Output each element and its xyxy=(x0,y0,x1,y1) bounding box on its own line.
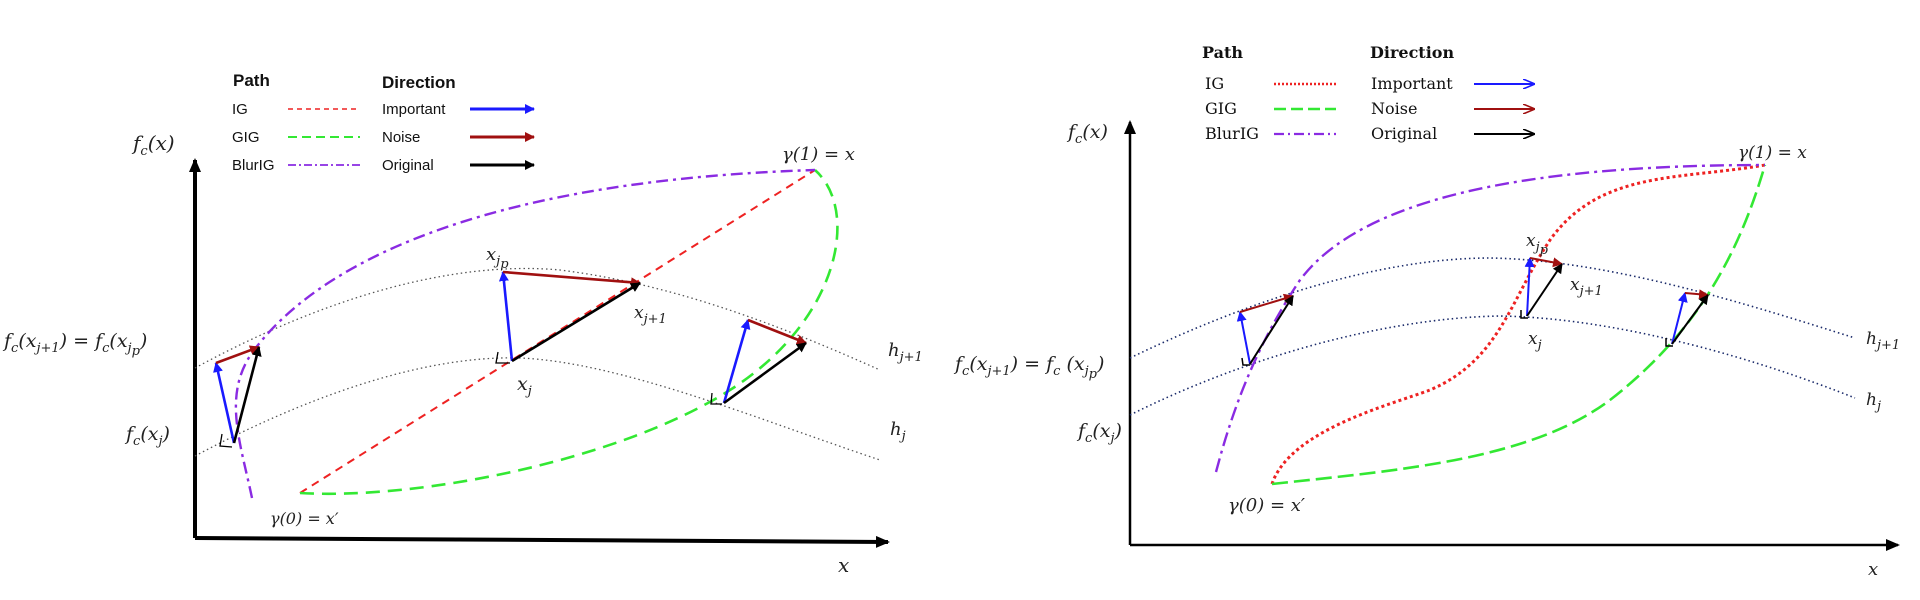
right-x-axis-label: x xyxy=(1868,559,1878,580)
right-contour-hj xyxy=(1129,315,1856,416)
left-legend-direction-header: Direction xyxy=(382,73,456,92)
left-diagram: Path Direction IG GIG BlurIG Important N… xyxy=(2,71,923,577)
left-gamma1-label: γ(1) = x xyxy=(782,144,855,165)
right-diagram: Path Direction IG GIG BlurIG Important N… xyxy=(953,43,1900,580)
left-x-axis xyxy=(194,535,890,548)
right-gamma0-label: γ(0) = x′ xyxy=(1228,495,1305,516)
left-arrow-group-3 xyxy=(710,318,807,405)
right-legend-gig: GIG xyxy=(1205,99,1237,118)
right-xj-label: xj xyxy=(1528,329,1542,353)
right-fcxj-label: fc(xj) xyxy=(1076,420,1122,446)
left-hj-label: hj xyxy=(890,419,906,444)
right-blurig-path xyxy=(1214,163,1766,473)
right-legend-important: Important xyxy=(1371,74,1453,93)
left-legend-important: Important xyxy=(382,101,446,118)
right-legend-blurig: BlurIG xyxy=(1205,124,1259,143)
right-arrow-group-3 xyxy=(1665,289,1709,347)
right-y-axis-label: fc(x) xyxy=(1066,121,1108,147)
right-ig-path xyxy=(1270,163,1766,485)
left-fc-eq-label: fc(xj+1) = fc(xjp) xyxy=(2,330,147,359)
left-legend-original: Original xyxy=(382,157,434,174)
right-legend-noise: Noise xyxy=(1371,99,1417,118)
right-contour-hj1 xyxy=(1129,257,1856,359)
left-gamma0-label: γ(0) = x′ xyxy=(270,509,339,528)
left-legend-blurig: BlurIG xyxy=(232,157,275,174)
left-legend-noise: Noise xyxy=(382,129,420,146)
left-arrow-group-2 xyxy=(495,270,641,364)
left-xjp-label: xjp xyxy=(486,244,509,272)
right-arrow-group-1 xyxy=(1236,293,1294,366)
left-hj1-label: hj+1 xyxy=(888,340,923,365)
left-contour-hj xyxy=(194,357,881,461)
left-xj-label: xj xyxy=(517,373,532,399)
left-xj1-label: xj+1 xyxy=(634,303,667,327)
right-fc-eq-label: fc(xj+1) = fc (xjp) xyxy=(953,353,1104,382)
right-xj1-label: xj+1 xyxy=(1570,275,1603,299)
left-legend-path-header: Path xyxy=(233,71,270,90)
left-legend: Path Direction IG GIG BlurIG Important N… xyxy=(232,71,535,174)
right-arrow-group-2 xyxy=(1520,257,1563,319)
left-y-axis-label: fc(x) xyxy=(131,131,175,159)
left-contour-hj1 xyxy=(194,267,881,371)
left-gig-path xyxy=(299,169,839,496)
right-gamma1-label: γ(1) = x xyxy=(1738,143,1807,163)
left-arrow-group-1 xyxy=(213,345,262,448)
right-legend-ig: IG xyxy=(1205,74,1224,93)
right-gig-path xyxy=(1271,164,1767,486)
right-hj1-label: hj+1 xyxy=(1866,329,1900,353)
right-hj-label: hj xyxy=(1866,390,1881,414)
right-legend: Path Direction IG GIG BlurIG Important N… xyxy=(1202,43,1534,143)
right-xjp-label: xjp xyxy=(1526,231,1549,258)
left-legend-ig: IG xyxy=(232,101,248,118)
left-legend-gig: GIG xyxy=(232,129,260,146)
left-x-axis-label: x xyxy=(838,553,849,577)
right-legend-original: Original xyxy=(1371,124,1437,143)
right-legend-path-header: Path xyxy=(1202,43,1243,62)
left-fcxj-label: fc(xj) xyxy=(124,423,170,449)
left-ig-path xyxy=(299,169,816,494)
left-blurig-path xyxy=(234,168,816,499)
right-legend-direction-header: Direction xyxy=(1370,43,1454,62)
